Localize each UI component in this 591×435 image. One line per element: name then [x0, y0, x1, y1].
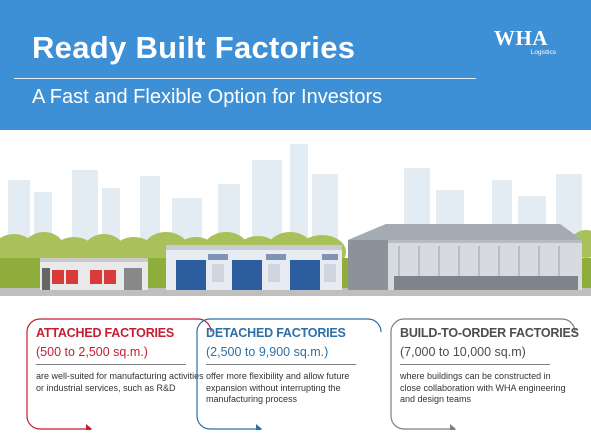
- card-divider: [36, 364, 186, 365]
- card-title: DETACHED FACTORIES: [206, 326, 346, 340]
- card-border: [390, 318, 576, 430]
- ground: [0, 288, 591, 296]
- card-build-to-order-factories: BUILD-TO-ORDER FACTORIES (7,000 to 10,00…: [390, 318, 579, 430]
- card-detached-factories: DETACHED FACTORIES (2,500 to 9,900 sq.m.…: [196, 318, 382, 430]
- card-divider: [400, 364, 550, 365]
- header-divider: [14, 78, 476, 79]
- card-divider: [206, 364, 356, 365]
- card-title: BUILD-TO-ORDER FACTORIES: [400, 326, 579, 340]
- logo-subtext: Logistics: [530, 49, 556, 56]
- logo-brand: WHA: [494, 26, 548, 50]
- card-title: ATTACHED FACTORIES: [36, 326, 175, 340]
- build-to-order-building: [348, 224, 582, 290]
- card-border: [26, 318, 212, 430]
- card-size-range: (7,000 to 10,000 sq.m): [400, 345, 526, 359]
- page-title: Ready Built Factories: [32, 30, 356, 65]
- detached-factory-building: [166, 245, 342, 290]
- attached-factory-building: [40, 258, 148, 290]
- card-description: offer more flexibility and allow future …: [206, 371, 350, 404]
- wha-logo: WHA Logistics: [494, 26, 564, 60]
- card-border: [196, 318, 382, 430]
- header-banner: Ready Built Factories A Fast and Flexibl…: [0, 0, 591, 130]
- card-description: where buildings can be constructed in cl…: [400, 371, 566, 404]
- card-size-range: (500 to 2,500 sq.m.): [36, 345, 148, 359]
- card-attached-factories: ATTACHED FACTORIES (500 to 2,500 sq.m.) …: [26, 318, 212, 430]
- card-description: are well-suited for manufacturing activi…: [36, 371, 204, 393]
- factories-illustration: [0, 144, 591, 296]
- page-subtitle: A Fast and Flexible Option for Investors: [32, 86, 383, 108]
- card-size-range: (2,500 to 9,900 sq.m.): [206, 345, 329, 359]
